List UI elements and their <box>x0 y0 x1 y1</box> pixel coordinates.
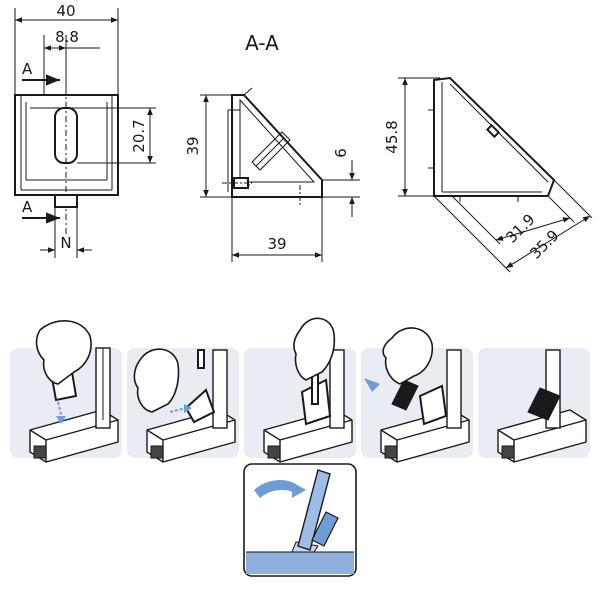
dim-slot-height-label: 20.7 <box>130 119 148 152</box>
section-marker-bottom: A <box>22 198 33 216</box>
cap-removal-detail-icon <box>311 511 339 547</box>
section-title: A-A <box>245 31 279 55</box>
detail-view <box>243 463 357 577</box>
dim-slot-offset-label: 8.8 <box>55 28 79 46</box>
step-1-illustration <box>29 320 119 463</box>
dim-diag-inner-label: 31.9 <box>502 210 538 246</box>
hand-insert-bracket-icon <box>35 320 92 385</box>
section-marker-top: A <box>22 60 33 78</box>
hand-place-cap-icon <box>382 327 434 385</box>
side-view: 45.8 31.9 35.9 <box>383 76 593 273</box>
screw-icon <box>197 349 205 369</box>
detail-arrow <box>254 480 300 498</box>
bracket-section-body <box>231 94 323 198</box>
step-4-illustration <box>364 327 470 463</box>
hand-insert-screw-icon <box>133 348 180 413</box>
screwdriver-icon <box>297 469 331 551</box>
bracket-tab <box>54 194 78 208</box>
dim-diag-outer-label: 35.9 <box>526 226 562 262</box>
detail-surface <box>246 552 354 574</box>
detail-frame <box>243 463 357 577</box>
front-view: 40 8.8 A A 20.7 N <box>14 2 156 258</box>
dimension-line-diag-outer <box>505 215 591 269</box>
step-2-illustration <box>133 348 236 463</box>
section-view: A-A 39 6 39 <box>184 31 360 262</box>
label-n: N <box>60 234 71 252</box>
cap-dark-piece <box>391 379 419 411</box>
dim-section-width-label: 39 <box>267 235 286 253</box>
dim-tab-label: 6 <box>332 148 350 158</box>
side-notch <box>485 123 501 139</box>
step-3-illustration <box>263 317 353 463</box>
dim-side-height-label: 45.8 <box>383 120 401 153</box>
dim-width-label: 40 <box>56 2 75 20</box>
cap-installed-icon <box>527 387 561 421</box>
hand-tighten-icon <box>293 317 336 381</box>
step-5-illustration <box>497 349 587 463</box>
dim-section-height-label: 39 <box>184 136 202 155</box>
assembly-steps <box>10 317 590 463</box>
